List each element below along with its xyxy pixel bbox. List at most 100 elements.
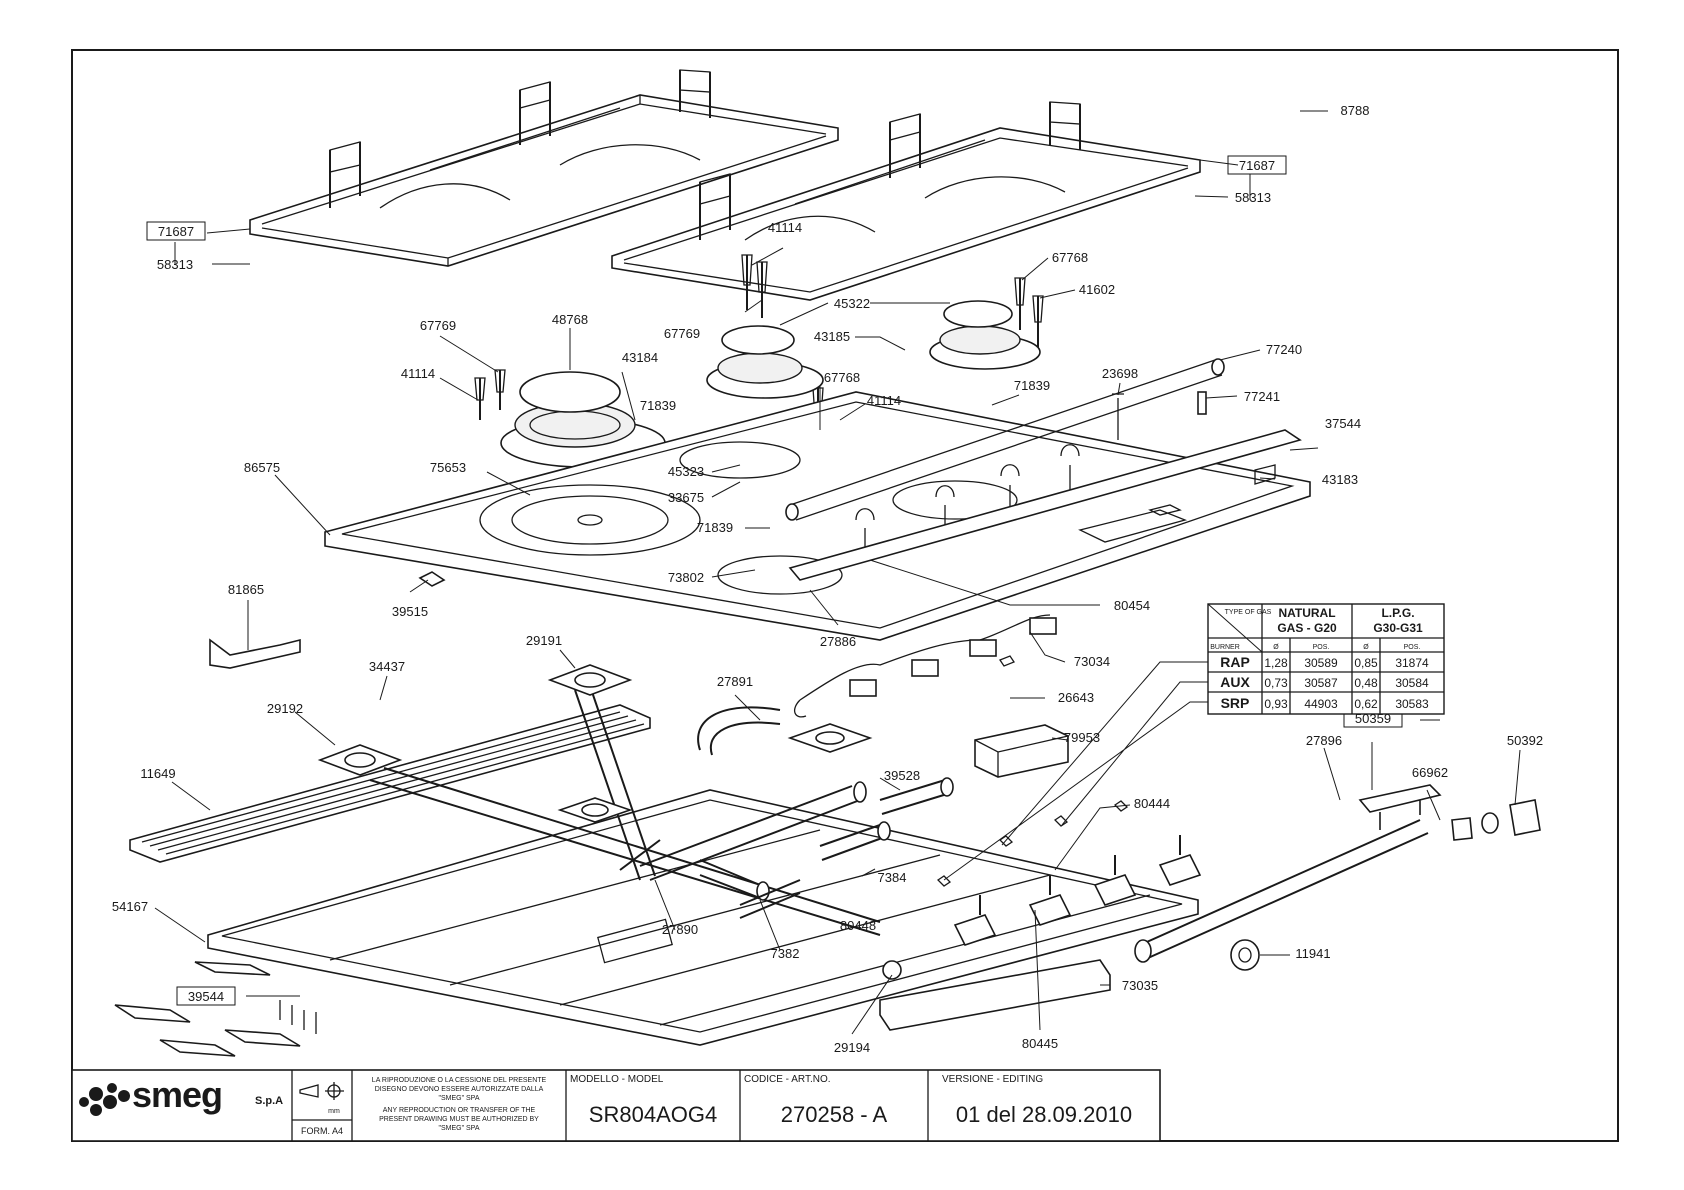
part-label-67769-a[interactable]: 67769	[664, 326, 700, 341]
part-label-86575[interactable]: 86575	[244, 460, 280, 475]
svg-text:37544: 37544	[1325, 416, 1361, 431]
part-label-48768[interactable]: 48768	[552, 312, 588, 327]
part-label-71839-c[interactable]: 71839	[697, 520, 733, 535]
part-label-54167[interactable]: 54167	[112, 899, 148, 914]
part-label-27890[interactable]: 27890	[662, 922, 698, 937]
svg-text:73035: 73035	[1122, 978, 1158, 993]
notice-line-3: "SMEG" SPA	[438, 1095, 479, 1102]
svg-text:81865: 81865	[228, 582, 264, 597]
part-label-45322[interactable]: 45322	[834, 296, 870, 311]
part-labels: 71687 58313 71687 58313 8788 41114 67768…	[112, 103, 1543, 1055]
svg-text:58313: 58313	[1235, 190, 1271, 205]
part-label-58313-b[interactable]: 58313	[1235, 190, 1271, 205]
part-label-67768-b[interactable]: 67768	[824, 370, 860, 385]
ignition-harness	[793, 614, 1057, 718]
part-label-43184[interactable]: 43184	[622, 350, 658, 365]
part-label-29194[interactable]: 29194	[834, 1040, 870, 1055]
model-caption: MODELLO - MODEL	[570, 1074, 664, 1085]
part-label-80444[interactable]: 80444	[1134, 796, 1170, 811]
part-label-34437[interactable]: 34437	[369, 659, 405, 674]
base-tray	[207, 789, 1199, 1046]
part-label-33675[interactable]: 43183	[1322, 472, 1358, 487]
part-label-29191[interactable]: 29191	[526, 633, 562, 648]
part-label-67768-a[interactable]: 67768	[1052, 250, 1088, 265]
part-label-71687-b[interactable]: 71687	[1227, 155, 1287, 175]
part-label-39528[interactable]: 39528	[884, 768, 920, 783]
part-label-23698[interactable]: 23698	[1102, 366, 1138, 381]
notice-line-5: PRESENT DRAWING MUST BE AUTHORIZED BY	[379, 1116, 539, 1123]
brand-name: smeg	[132, 1074, 222, 1115]
part-label-43185[interactable]: 43185	[814, 329, 850, 344]
part-label-27886[interactable]: 27886	[820, 634, 856, 649]
part-label-77241[interactable]: 77241	[1244, 389, 1280, 404]
clip-39515	[418, 571, 446, 587]
part-label-8788[interactable]: 8788	[1341, 103, 1370, 118]
gas-table-sub-nat-pos: POS.	[1313, 644, 1330, 651]
pan-support-left	[249, 69, 839, 267]
part-label-27891[interactable]: 27891	[717, 674, 753, 689]
part-label-71839-a[interactable]: 71839	[1014, 378, 1050, 393]
code-caption: CODICE - ART.NO.	[744, 1074, 831, 1085]
part-label-7384[interactable]: 7384	[878, 870, 907, 885]
svg-text:67768: 67768	[824, 370, 860, 385]
part-label-45323[interactable]: 45323	[668, 464, 704, 479]
gas-table-rap-nat-pos: 30589	[1304, 656, 1338, 670]
part-label-73035[interactable]: 73035	[1122, 978, 1158, 993]
part-label-80448[interactable]: 80448	[840, 918, 876, 933]
svg-text:7382: 7382	[771, 946, 800, 961]
part-label-43183[interactable]: 33675	[668, 490, 704, 505]
part-label-26643[interactable]: 26643	[1058, 690, 1094, 705]
part-label-77240[interactable]: 77240	[1266, 342, 1302, 357]
svg-text:77240: 77240	[1266, 342, 1302, 357]
svg-text:39515: 39515	[392, 604, 428, 619]
pan-support-right	[611, 101, 1201, 301]
unit-mark: mm	[328, 1108, 340, 1115]
burner-semi-rapid-right	[929, 300, 1041, 370]
part-label-27896[interactable]: 27896	[1306, 733, 1342, 748]
part-label-50392[interactable]: 50392	[1507, 733, 1543, 748]
part-label-39544[interactable]: 39544	[176, 986, 236, 1006]
ignition-bar	[785, 358, 1302, 581]
part-label-29192[interactable]: 29192	[267, 701, 303, 716]
part-label-39515[interactable]: 39515	[392, 604, 428, 619]
part-label-71687-a[interactable]: 71687	[146, 221, 206, 241]
gas-table-burner-rap: RAP	[1220, 654, 1250, 670]
part-label-67769-b[interactable]: 67769	[420, 318, 456, 333]
part-label-41114-b[interactable]: 41114	[401, 366, 435, 381]
gas-table-col-lpg-1: L.P.G.	[1381, 606, 1414, 620]
gas-table-sub-lpg-pos: POS.	[1404, 644, 1421, 651]
svg-text:41114: 41114	[867, 393, 901, 408]
part-label-11941[interactable]: 11941	[1295, 946, 1330, 961]
svg-text:80444: 80444	[1134, 796, 1170, 811]
svg-text:41114: 41114	[768, 220, 802, 235]
smeg-logo-dots	[79, 1083, 130, 1116]
part-label-73034[interactable]: 73034	[1074, 654, 1110, 669]
code-value: 270258 - A	[781, 1102, 888, 1127]
gas-table-aux-nat-pos: 30587	[1304, 676, 1338, 690]
part-label-73802[interactable]: 73802	[668, 570, 704, 585]
svg-text:71839: 71839	[1014, 378, 1050, 393]
part-label-80445[interactable]: 80445	[1022, 1036, 1058, 1051]
gas-table-rap-lpg-pos: 31874	[1395, 656, 1429, 670]
part-label-71839-b[interactable]: 71839	[640, 398, 676, 413]
part-label-11649[interactable]: 11649	[140, 766, 175, 781]
part-label-80454[interactable]: 80454	[1114, 598, 1150, 613]
burner-body-group	[317, 664, 902, 980]
part-label-58313-a[interactable]: 58313	[157, 257, 193, 272]
gas-table-burner-srp: SRP	[1221, 695, 1250, 711]
part-label-75653[interactable]: 75653	[430, 460, 466, 475]
gas-injector-table: TYPE OF GAS BURNER NATURAL GAS - G20 L.P…	[943, 603, 1445, 881]
part-label-7382[interactable]: 7382	[771, 946, 800, 961]
gas-table-srp-lpg-d: 0,62	[1354, 697, 1378, 711]
part-label-41114-c[interactable]: 41114	[867, 393, 901, 408]
gas-table-aux-lpg-pos: 30584	[1395, 676, 1429, 690]
part-label-66962[interactable]: 66962	[1412, 765, 1448, 780]
part-label-41602[interactable]: 41602	[1079, 282, 1115, 297]
gas-table-rap-nat-d: 1,28	[1264, 656, 1288, 670]
part-label-81865[interactable]: 81865	[228, 582, 264, 597]
svg-text:41114: 41114	[401, 366, 435, 381]
part-label-41114-a[interactable]: 41114	[768, 220, 802, 235]
part-label-37544[interactable]: 37544	[1325, 416, 1361, 431]
svg-text:86575: 86575	[244, 460, 280, 475]
